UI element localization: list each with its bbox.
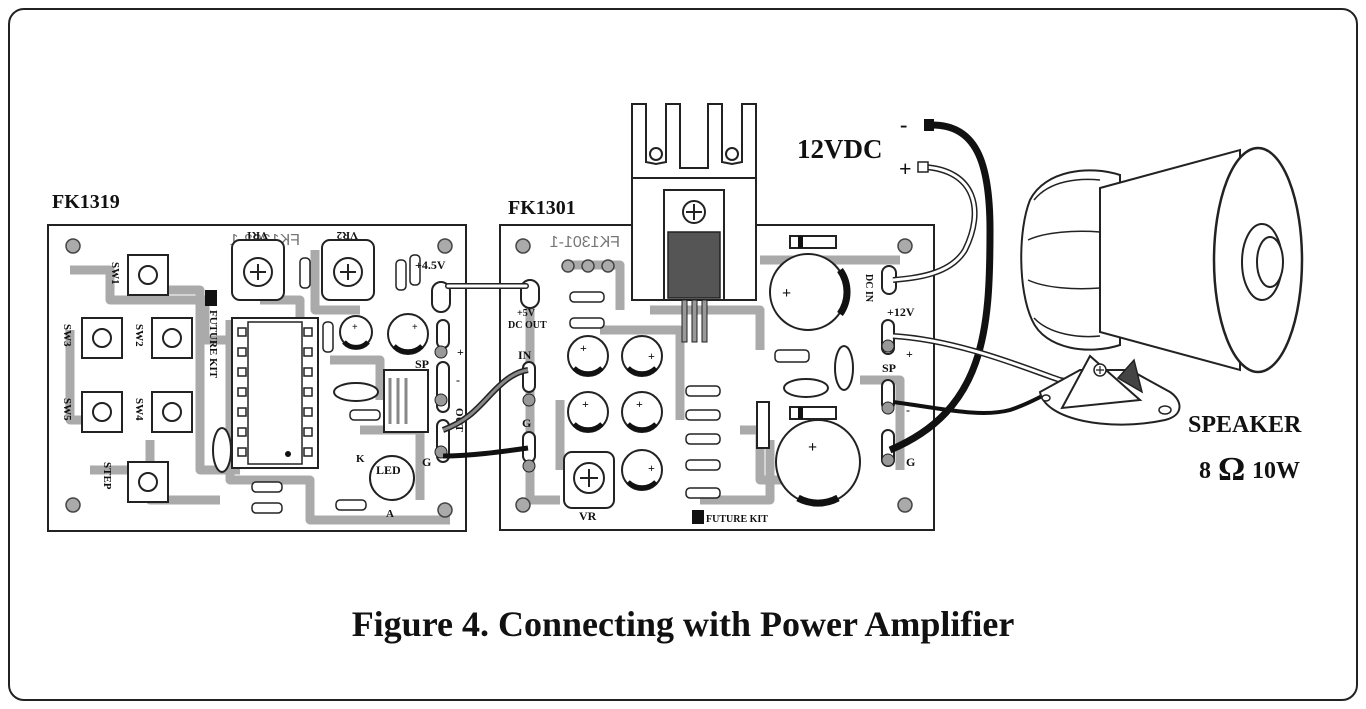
label-minus-left: -: [456, 373, 460, 387]
label-in: IN: [518, 348, 532, 362]
label-sw4: SW4: [133, 398, 145, 421]
label-4-5v: +4.5V: [415, 258, 446, 272]
pads-left: [431, 281, 451, 463]
futurekit-logo-icon-right: [692, 510, 704, 524]
label-vr1: VR1: [247, 229, 268, 241]
label-speaker-omega: Ω: [1218, 451, 1245, 488]
vr2-trimmer: [321, 239, 375, 301]
crystal: [212, 427, 232, 473]
switches: [81, 254, 193, 503]
figure-frame: [8, 8, 1358, 701]
heatsink-regulator: [631, 103, 757, 343]
logo-text-right: FUTURE KIT: [706, 514, 768, 525]
label-plus-right: +: [906, 347, 913, 361]
svg-text:+: +: [648, 349, 655, 363]
label-dc-out: DC OUT: [508, 320, 547, 331]
label-led: LED: [376, 463, 401, 477]
svg-text:+: +: [582, 397, 589, 411]
power-minus-stub: [924, 119, 934, 131]
label-k: K: [356, 453, 365, 465]
resistors-left: [251, 254, 421, 514]
label-sw2: SW2: [133, 324, 145, 347]
power-plus-stub: [917, 161, 929, 173]
label-fk1319: FK1319: [52, 191, 120, 213]
label-fk1301: FK1301: [508, 197, 576, 219]
label-step: STEP: [101, 462, 113, 490]
label-sp-left: SP: [415, 357, 429, 371]
label-sw1: SW1: [109, 262, 121, 285]
label-speaker-ohm: 8: [1199, 458, 1211, 484]
label-12v: +12V: [887, 305, 915, 319]
label-5v: +5V: [517, 308, 536, 319]
svg-text:+: +: [580, 341, 587, 355]
label-g-in: G: [522, 416, 531, 430]
label-power-plus: +: [899, 156, 912, 181]
label-speaker-watt: 10W: [1252, 458, 1300, 484]
ic-chip: [231, 317, 319, 469]
pads-right-out: [881, 265, 897, 467]
label-vr2: VR2: [336, 229, 358, 241]
figure-caption: Figure 4. Connecting with Power Amplifie…: [351, 604, 1015, 644]
diodes: [756, 235, 837, 449]
capacitors-right: + + + + + + +: [567, 253, 861, 507]
label-sw3: SW3: [61, 324, 73, 347]
capacitors-left: + +: [333, 313, 429, 402]
label-g-right: G: [906, 455, 915, 469]
label-power-minus: -: [900, 112, 907, 137]
vr-trimmer: [563, 451, 615, 509]
svg-text:+: +: [636, 397, 643, 411]
label-speaker: SPEAKER: [1188, 412, 1302, 438]
label-a: A: [386, 508, 394, 520]
svg-text:+: +: [782, 285, 791, 302]
svg-text:+: +: [412, 322, 418, 333]
futurekit-logo-icon: [205, 290, 217, 306]
board-fk1301: FK1301-1 + + + +: [499, 224, 935, 531]
svg-text:+: +: [352, 322, 358, 333]
pads-right-in: [520, 279, 540, 473]
label-plus-left: +: [457, 345, 464, 359]
logo-text-left: FUTURE KIT: [207, 310, 219, 379]
label-12vdc: 12VDC: [797, 134, 883, 164]
label-sw5: SW5: [61, 398, 73, 421]
vr1-trimmer: [231, 239, 285, 301]
silk-code-right: FK1301-1: [550, 234, 620, 251]
resistors-right: [569, 291, 810, 499]
board-fk1319: FK1302-1 SW1 SW3 SW2 SW5 SW4 STEP FUTURE…: [47, 224, 467, 532]
label-sp-right: SP: [882, 361, 896, 375]
label-dc-in: DC IN: [863, 274, 874, 303]
label-vr: VR: [579, 509, 597, 523]
svg-text:+: +: [808, 439, 817, 456]
label-g-left: G: [422, 455, 431, 469]
svg-text:+: +: [648, 461, 655, 475]
led: [369, 455, 415, 501]
label-minus-right: -: [906, 403, 910, 417]
speaker-horn-icon: [1020, 146, 1304, 426]
